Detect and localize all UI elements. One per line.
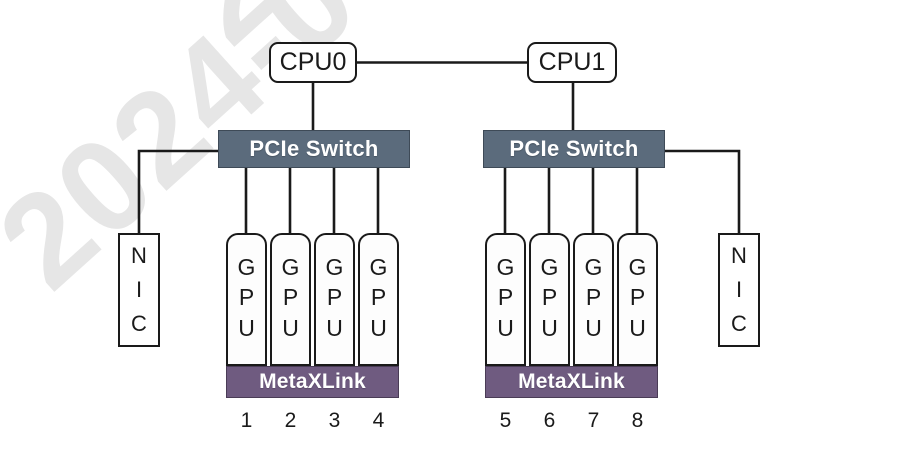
gpu-node-gpu4[interactable]: G P U — [358, 233, 399, 366]
nic-node-left[interactable]: N I C — [118, 233, 160, 347]
gpu2-glyph-p: P — [282, 284, 299, 311]
nic-right-glyph-i: I — [735, 276, 743, 302]
nic-left-glyph-i: I — [135, 276, 143, 302]
nic-left-glyph-n: N — [131, 242, 147, 268]
gpu7-glyph-p: P — [585, 284, 602, 311]
gpu-node-gpu6[interactable]: G P U — [529, 233, 570, 366]
gpu1-glyph-p: P — [238, 284, 255, 311]
cpu-node-cpu0[interactable]: CPU0 — [269, 42, 357, 83]
gpu5-glyph-u: U — [497, 314, 514, 341]
gpu8-glyph-g: G — [628, 253, 647, 280]
gpu-node-gpu8[interactable]: G P U — [617, 233, 658, 366]
gpu-index-label-8: 8 — [631, 409, 644, 432]
gpu4-glyph-p: P — [370, 284, 387, 311]
nic-left-glyph-c: C — [131, 311, 147, 337]
cpu-node-cpu1[interactable]: CPU1 — [527, 42, 617, 83]
gpu-index-label-2: 2 — [284, 409, 297, 432]
gpu7-glyph-u: U — [585, 314, 602, 341]
gpu-index-label-4: 4 — [372, 409, 385, 432]
metaxlink-bar-left[interactable]: MetaXLink — [226, 366, 399, 398]
gpu4-glyph-g: G — [369, 253, 388, 280]
gpu1-glyph-u: U — [238, 314, 255, 341]
gpu-index-label-3: 3 — [328, 409, 341, 432]
gpu-node-gpu7[interactable]: G P U — [573, 233, 614, 366]
gpu6-glyph-p: P — [541, 284, 558, 311]
gpu6-glyph-g: G — [540, 253, 559, 280]
gpu6-glyph-u: U — [541, 314, 558, 341]
gpu8-glyph-u: U — [629, 314, 646, 341]
nic-right-glyph-c: C — [731, 311, 747, 337]
gpu3-glyph-u: U — [326, 314, 343, 341]
gpu2-glyph-u: U — [282, 314, 299, 341]
gpu8-glyph-p: P — [629, 284, 646, 311]
gpu-node-gpu2[interactable]: G P U — [270, 233, 311, 366]
gpu-node-gpu5[interactable]: G P U — [485, 233, 526, 366]
gpu-index-label-5: 5 — [499, 409, 512, 432]
gpu3-glyph-p: P — [326, 284, 343, 311]
gpu-node-gpu3[interactable]: G P U — [314, 233, 355, 366]
gpu-node-gpu1[interactable]: G P U — [226, 233, 267, 366]
gpu2-glyph-g: G — [281, 253, 300, 280]
gpu-index-label-7: 7 — [587, 409, 600, 432]
gpu3-glyph-g: G — [325, 253, 344, 280]
gpu-index-label-1: 1 — [240, 409, 253, 432]
gpu5-glyph-g: G — [496, 253, 515, 280]
nic-node-right[interactable]: N I C — [718, 233, 760, 347]
gpu-index-label-6: 6 — [543, 409, 556, 432]
metaxlink-bar-right[interactable]: MetaXLink — [485, 366, 658, 398]
gpu5-glyph-p: P — [497, 284, 514, 311]
nic-right-glyph-n: N — [731, 242, 747, 268]
link-pcie-left-nic-left — [137, 149, 218, 233]
pcie-switch-left[interactable]: PCIe Switch — [218, 130, 410, 168]
gpu4-glyph-u: U — [370, 314, 387, 341]
pcie-switch-right[interactable]: PCIe Switch — [483, 130, 665, 168]
gpu1-glyph-g: G — [237, 253, 256, 280]
link-pcie-right-nic-right — [665, 149, 741, 233]
gpu7-glyph-g: G — [584, 253, 603, 280]
